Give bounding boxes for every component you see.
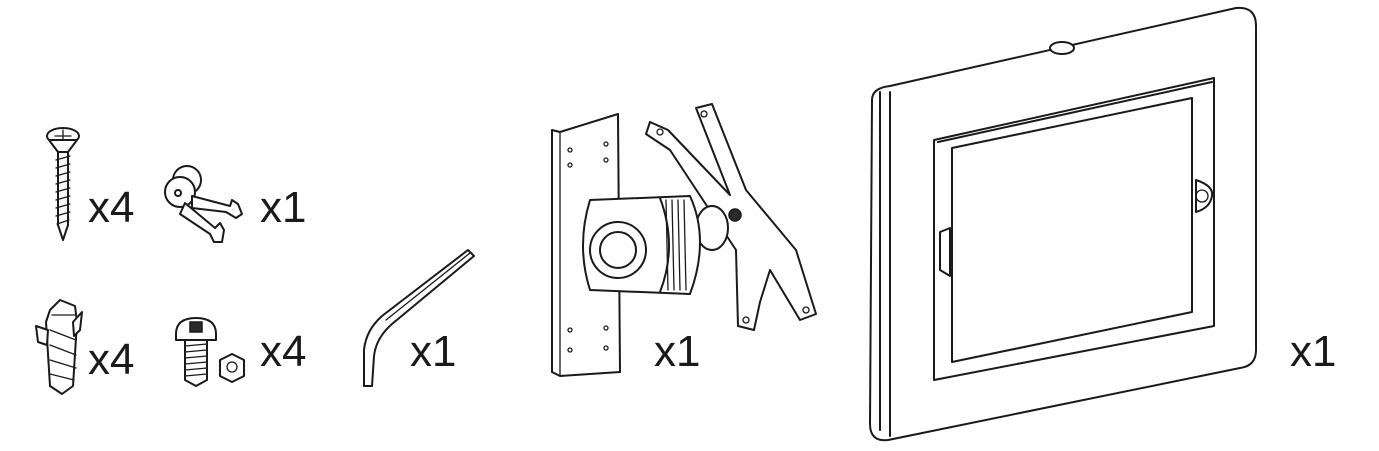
key-icon <box>164 165 243 243</box>
wall-anchor-icon <box>35 299 83 395</box>
tablet-enclosure-icon <box>869 6 1257 442</box>
swivel-mount-icon <box>551 103 817 377</box>
keys-quantity: x1 <box>260 183 307 232</box>
swivel-mount-quantity: x1 <box>654 327 701 376</box>
wood-screw-icon <box>46 127 80 241</box>
wall-anchor-quantity: x4 <box>88 335 135 384</box>
bolt-nut-quantity: x4 <box>260 327 307 376</box>
hex-key-icon <box>363 249 475 387</box>
hex-key-quantity: x1 <box>410 327 457 376</box>
bolt-and-nut-icon <box>175 317 245 387</box>
tablet-enclosure-quantity: x1 <box>1290 327 1337 376</box>
wood-screw-quantity: x4 <box>88 183 135 232</box>
